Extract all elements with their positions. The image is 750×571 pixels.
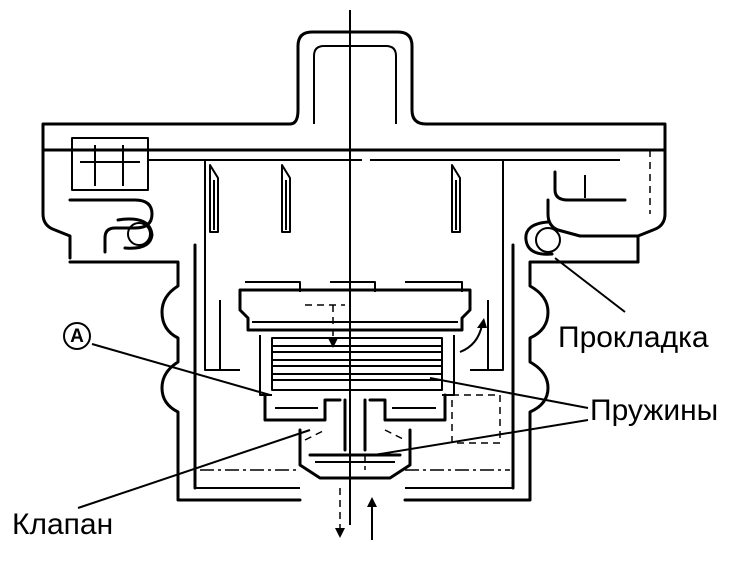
leader-springs-1 [429, 377, 589, 409]
leader-marker-a [91, 343, 271, 396]
cap-thread-right [524, 170, 640, 256]
callout-marker-a-letter: A [70, 325, 84, 347]
pressure-plate [238, 281, 472, 332]
retainer-spikes [209, 164, 461, 233]
flow-arrows [328, 305, 487, 540]
cap-skirt-right [636, 148, 667, 264]
main-spring [259, 335, 455, 396]
leader-springs-2 [373, 419, 589, 456]
leader-gasket [554, 257, 626, 313]
vacuum-valve [263, 393, 501, 480]
cap-thread-left [68, 137, 154, 254]
callout-marker-a: A [63, 322, 91, 350]
cap-knob [41, 30, 667, 152]
label-springs: Пружины [590, 394, 719, 427]
filler-neck-left [68, 260, 302, 502]
leader-valve [77, 429, 311, 509]
cap-skirt-left [41, 148, 72, 260]
label-gasket: Прокладка [558, 321, 709, 354]
label-valve: Клапан [12, 508, 114, 541]
